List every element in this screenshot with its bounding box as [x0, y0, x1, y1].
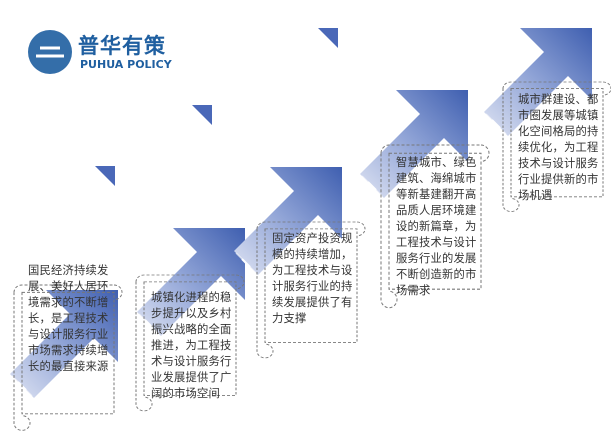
step-5-text: 城市群建设、都市圈发展等城镇化空间格局的持续优化，为工程技术与设计服务行业提供新… [518, 93, 599, 202]
step-4-text: 智慧城市、绿色建筑、海绵城市等新基建翻开高品质人居环境建设的新篇章，为工程技术与… [396, 156, 477, 297]
step-2-text: 城镇化进程的稳步提升以及乡村振兴战略的全面推进，为工程技术与设计服务行业发展提供… [151, 291, 232, 400]
logo-icon [28, 30, 72, 74]
step-3-text: 固定资产投资规模的持续增加，为工程技术与设计服务行业的持续发展提供了有力支撑 [272, 232, 353, 325]
step-1-text: 国民经济持续发展、美好人居环境需求的不断增长，是工程技术与设计服务行业市场需求持… [28, 264, 109, 373]
watermark-cn: 普华有策 [78, 34, 166, 58]
watermark-en: PUHUA POLICY [80, 58, 172, 71]
